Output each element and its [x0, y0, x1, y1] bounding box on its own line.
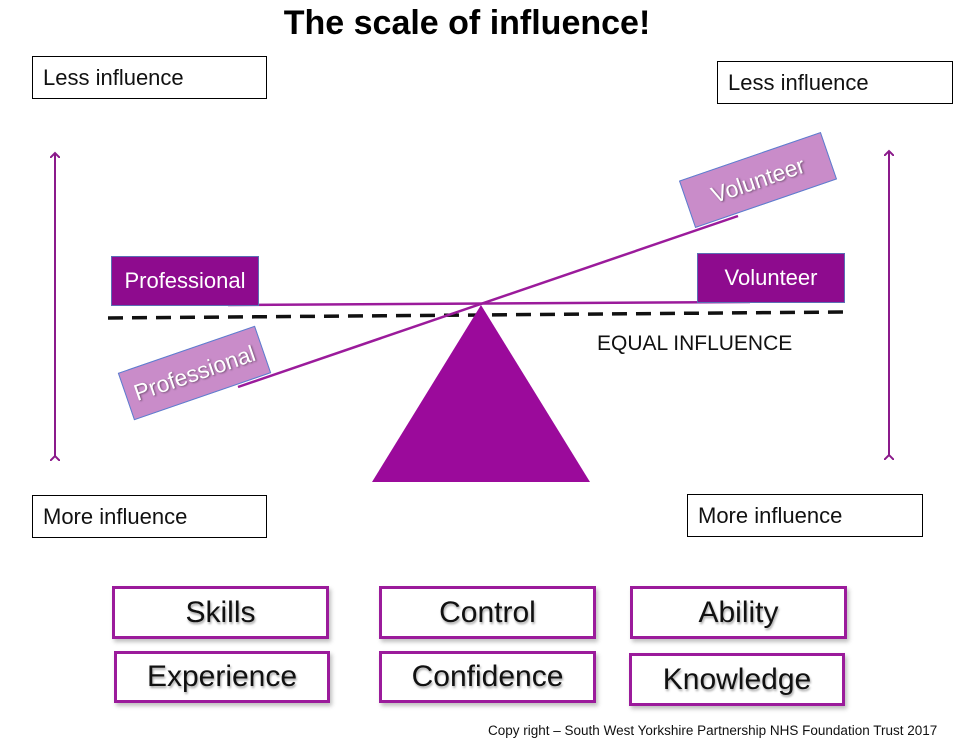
volunteer-level-box: Volunteer: [697, 253, 845, 303]
trait-knowledge: Knowledge: [629, 653, 845, 706]
more-influence-right-box: More influence: [687, 494, 923, 537]
tilted-beam: [237, 214, 739, 389]
professional-level-box: Professional: [111, 256, 259, 306]
more-influence-left-box: More influence: [32, 495, 267, 538]
equal-influence-label: EQUAL INFLUENCE: [597, 332, 793, 355]
fulcrum-triangle: [372, 305, 590, 482]
trait-control: Control: [379, 586, 596, 639]
trait-confidence: Confidence: [379, 651, 596, 703]
trait-skills: Skills: [112, 586, 329, 639]
trait-experience: Experience: [114, 651, 330, 703]
less-influence-left-box: Less influence: [32, 56, 267, 99]
trait-ability: Ability: [630, 586, 847, 639]
copyright-text: Copy right – South West Yorkshire Partne…: [488, 723, 938, 738]
less-influence-right-box: Less influence: [717, 61, 953, 104]
level-beam: [227, 300, 751, 307]
page-title: The scale of influence!: [283, 4, 651, 42]
